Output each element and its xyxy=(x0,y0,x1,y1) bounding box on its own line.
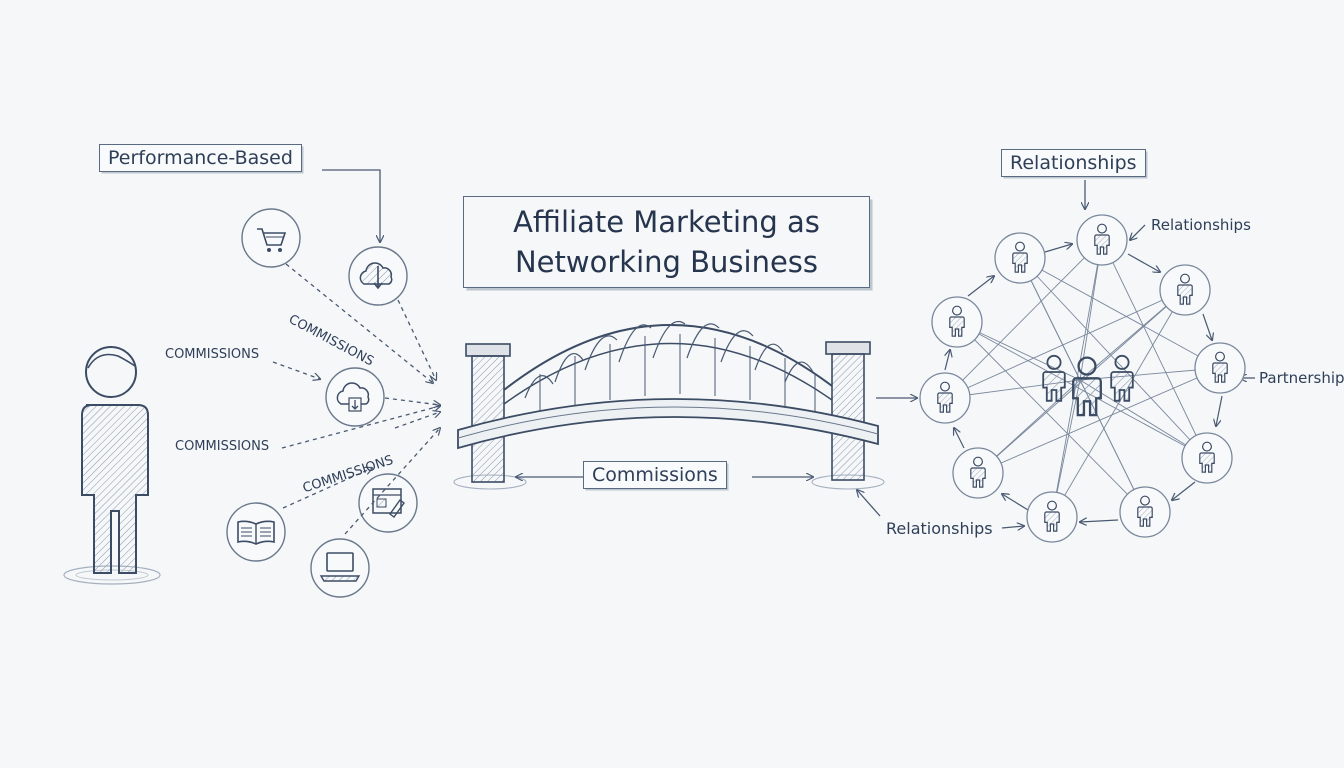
bridge-icon xyxy=(453,321,885,490)
dashed-flow-arrows xyxy=(272,263,440,535)
commissions-label-middle: COMMISSIONS xyxy=(175,439,270,454)
relationships-bottom-label: Relationships xyxy=(886,519,993,538)
relationships-small-label: Relationships xyxy=(1151,216,1251,234)
title-line-1: Affiliate Marketing as xyxy=(513,205,820,239)
shopping-cart-icon xyxy=(241,208,301,268)
document-pen-icon xyxy=(358,473,418,533)
relationship-network xyxy=(919,214,1246,543)
title-line-2: Networking Business xyxy=(514,245,819,279)
cloud-download-icon xyxy=(348,246,408,306)
laptop-icon xyxy=(310,538,370,598)
relationships-box-label: Relationships xyxy=(1001,149,1146,177)
commissions-label-upper: COMMISSIONS xyxy=(165,347,260,362)
title-box: Affiliate Marketing as Networking Busine… xyxy=(463,196,870,288)
partnership-label: Partnership xyxy=(1259,369,1344,387)
commissions-box-label: Commissions xyxy=(583,461,727,489)
person-icon xyxy=(63,346,161,585)
cloud-upload-icon xyxy=(325,367,385,427)
open-book-icon xyxy=(226,502,286,562)
performance-based-label: Performance-Based xyxy=(99,144,302,172)
